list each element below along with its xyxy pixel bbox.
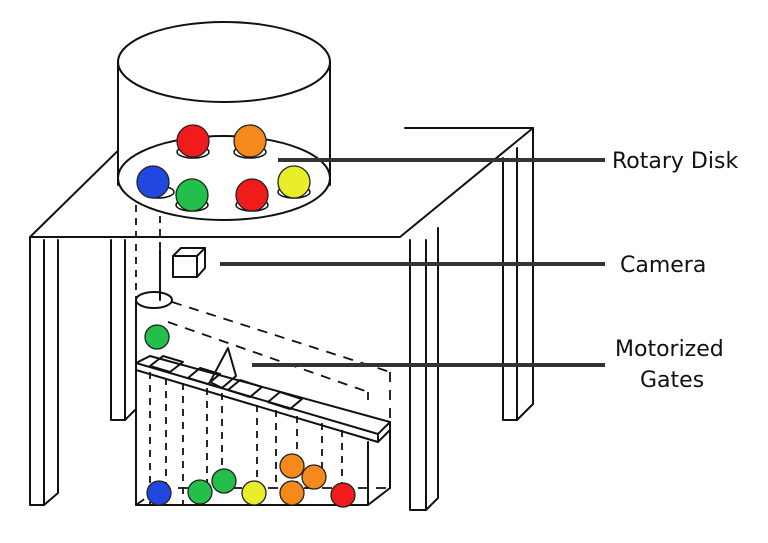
- collection-bin: [135, 372, 391, 508]
- bin-ball-green: [187, 479, 213, 505]
- disk-ball-red: [176, 124, 210, 158]
- disk-balls: [136, 124, 311, 212]
- table-leg-back-right: [502, 127, 534, 421]
- label-camera: Camera: [620, 253, 706, 278]
- motorized-gates-bar: [135, 347, 391, 443]
- table-leg-front-right: [409, 227, 439, 511]
- rotary-disk-cylinder: [117, 21, 331, 221]
- table: [29, 127, 534, 511]
- bin-ball-orange: [279, 480, 305, 506]
- bin-ball-red: [330, 482, 356, 508]
- label-motorized: Motorized: [615, 337, 724, 362]
- disk-ball-orange: [233, 124, 267, 158]
- camera-icon: [172, 247, 206, 278]
- gate-window: [227, 379, 263, 398]
- bin-ball-orange: [279, 453, 305, 479]
- table-leg-back-left: [110, 239, 136, 421]
- disk-ball-green: [175, 178, 209, 212]
- bin-ball-blue: [146, 480, 172, 506]
- feed-tube: [135, 205, 173, 506]
- gate-window: [187, 367, 221, 385]
- bin-ball-green: [211, 468, 237, 494]
- disk-ball-yellow: [277, 165, 311, 199]
- label-gates: Gates: [640, 368, 704, 393]
- tube-opening: [135, 291, 173, 309]
- chute-ball: [144, 324, 170, 350]
- disk-ball-red: [235, 178, 269, 212]
- rotary-disk: [117, 135, 331, 221]
- gate-window: [267, 391, 303, 410]
- chute: [167, 301, 391, 488]
- gate-window: [149, 355, 184, 373]
- gate-flap-open: [209, 347, 237, 389]
- bin-ball-orange: [301, 464, 327, 490]
- disk-ball-blue: [136, 165, 170, 199]
- chute-ball-green: [144, 324, 170, 350]
- table-top-right-edge: [399, 127, 534, 238]
- table-top-left-edge: [29, 134, 135, 238]
- bin-ball-yellow: [241, 480, 267, 506]
- bin-balls: [146, 453, 356, 508]
- table-leg-front-left: [29, 236, 59, 506]
- label-rotary-disk: Rotary Disk: [612, 149, 738, 174]
